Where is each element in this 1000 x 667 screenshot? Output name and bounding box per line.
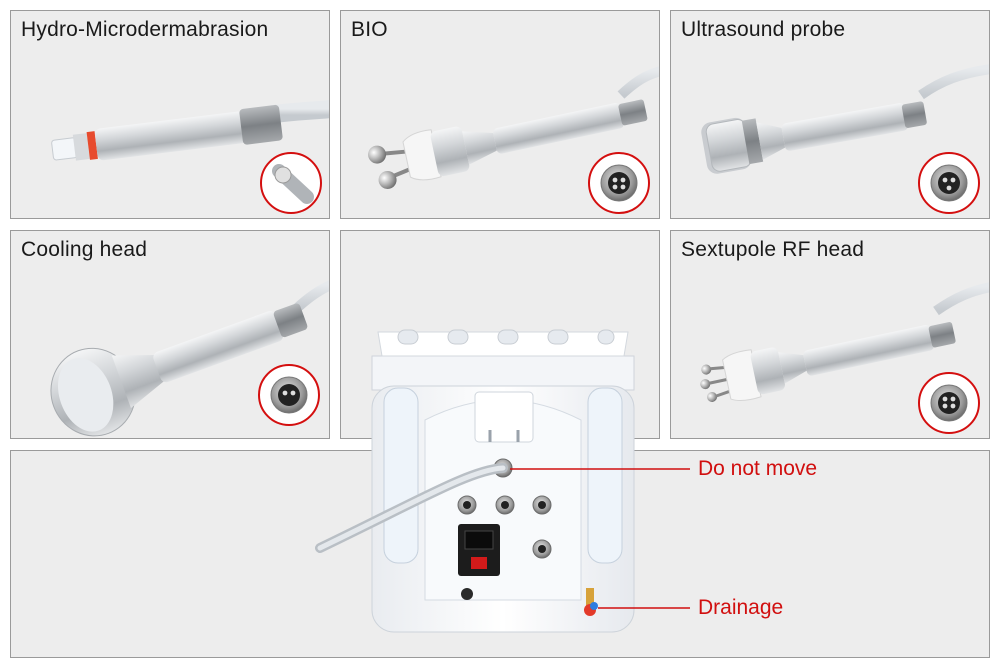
panel-sextupole-rf-head: Sextupole RF head <box>670 230 990 439</box>
panel-title: Cooling head <box>21 238 148 261</box>
callout-drainage: Drainage <box>698 596 784 619</box>
panel-title: BIO <box>351 18 388 41</box>
panel-title: Sextupole RF head <box>681 238 865 261</box>
ultrasound-probe-icon <box>701 64 989 214</box>
panel-bio: BIO <box>340 10 660 219</box>
panel-cooling-head: Cooling head <box>10 230 330 439</box>
panel-hydro-microdermabrasion: Hydro-Microdermabrasion <box>10 10 330 219</box>
bio-handpiece-icon <box>368 66 659 214</box>
panel-ultrasound-probe: Ultrasound probe <box>670 10 990 219</box>
handpiece-rack <box>371 329 635 391</box>
panel-title: Ultrasound probe <box>681 18 846 41</box>
callout-do-not-move: Do not move <box>698 457 818 480</box>
cooling-head-icon <box>50 280 329 437</box>
panel-title: Hydro-Microdermabrasion <box>21 18 269 41</box>
sextupole-rf-head-icon <box>700 282 989 434</box>
hydro-handpiece-icon <box>51 100 329 214</box>
